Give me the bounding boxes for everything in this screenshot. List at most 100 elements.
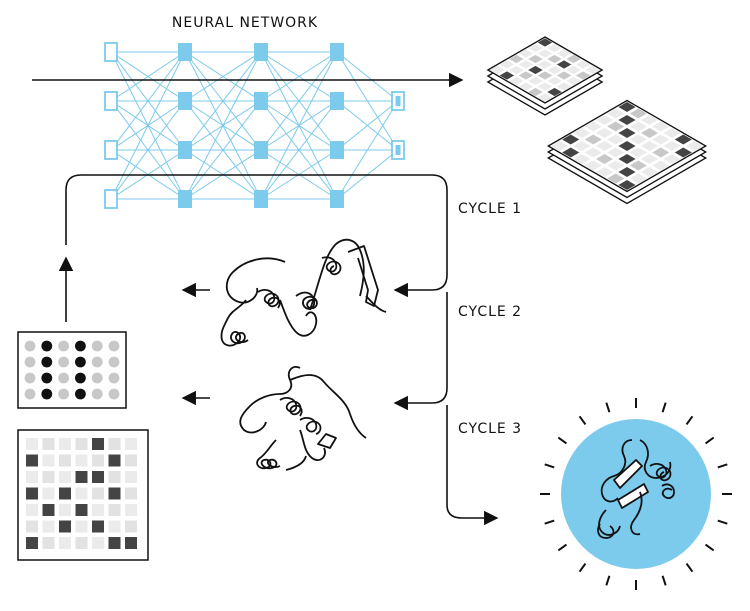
matrix-cell bbox=[595, 115, 614, 125]
ray bbox=[685, 562, 694, 573]
hidden-node bbox=[178, 43, 192, 61]
distance-cell bbox=[75, 520, 88, 533]
matrix-cell bbox=[573, 154, 591, 164]
matrix-cell bbox=[537, 49, 553, 58]
distance-cell bbox=[59, 504, 71, 516]
ray bbox=[661, 575, 667, 586]
feature-dot bbox=[75, 356, 86, 368]
diagram-title: NEURAL NETWORK bbox=[172, 15, 318, 31]
hidden-node bbox=[254, 141, 268, 159]
matrix-cell bbox=[556, 60, 572, 69]
input-node bbox=[104, 189, 118, 209]
matrix-cell bbox=[629, 147, 647, 158]
matrix-cell bbox=[584, 147, 602, 158]
distance-cell bbox=[42, 438, 55, 450]
matrix-cell bbox=[566, 54, 581, 64]
matrix-cell bbox=[556, 71, 572, 80]
network-edge bbox=[260, 100, 338, 200]
matrix-cell bbox=[499, 71, 515, 80]
matrix-cell bbox=[640, 141, 659, 151]
feature-dot bbox=[108, 372, 120, 384]
matrix-cell bbox=[528, 65, 543, 75]
feature-dot bbox=[24, 340, 36, 352]
ray bbox=[704, 543, 715, 552]
input-node bbox=[104, 42, 118, 62]
ray bbox=[557, 543, 568, 552]
feature-matrix-icon bbox=[17, 331, 127, 409]
matrix-cell bbox=[573, 128, 591, 138]
feature-dot bbox=[41, 340, 53, 352]
matrix-cell bbox=[595, 128, 614, 138]
network-edge bbox=[336, 100, 399, 151]
distance-cell bbox=[108, 520, 121, 533]
hidden-node bbox=[330, 92, 344, 110]
matrix-cell bbox=[663, 141, 681, 151]
distance-cell bbox=[59, 454, 71, 467]
network-edge bbox=[184, 100, 262, 200]
hidden-node bbox=[330, 190, 344, 208]
feature-dot bbox=[108, 388, 120, 400]
distance-cell bbox=[59, 537, 71, 549]
distance-cell bbox=[26, 520, 38, 533]
distance-cell bbox=[42, 504, 55, 516]
final-structure bbox=[540, 398, 732, 590]
distance-cell bbox=[42, 537, 55, 549]
ray bbox=[717, 463, 728, 469]
distance-cell bbox=[108, 504, 121, 516]
ray bbox=[578, 415, 587, 426]
matrix-cell bbox=[518, 71, 534, 80]
distance-cell bbox=[59, 487, 71, 500]
matrix-cell bbox=[607, 134, 625, 145]
distance-cell bbox=[42, 454, 55, 467]
matrix-cell bbox=[556, 49, 572, 58]
matrix-cell bbox=[528, 87, 543, 97]
distance-cell bbox=[108, 471, 121, 483]
protein-structure-icon bbox=[597, 439, 675, 539]
matrix-cell bbox=[556, 82, 572, 91]
matrix-cell bbox=[618, 102, 636, 112]
protein-structure-icon bbox=[220, 238, 387, 347]
highlight-rays bbox=[540, 398, 732, 590]
ray bbox=[544, 519, 555, 525]
distance-cell bbox=[75, 537, 88, 549]
cycle-label-3: CYCLE 3 bbox=[458, 421, 522, 437]
matrix-cell bbox=[584, 160, 602, 171]
matrix-cell bbox=[518, 60, 534, 69]
feature-dot bbox=[75, 372, 86, 384]
matrix-cell bbox=[629, 134, 647, 145]
matrix-cell bbox=[562, 134, 580, 145]
ray bbox=[578, 562, 587, 573]
matrix-cell bbox=[537, 60, 553, 69]
distance-cell bbox=[92, 504, 104, 516]
distance-cell bbox=[75, 438, 88, 450]
matrix-cell bbox=[652, 147, 670, 158]
hidden-node bbox=[330, 141, 344, 159]
feature-dot bbox=[75, 340, 86, 352]
ray bbox=[704, 436, 715, 445]
hidden-node bbox=[254, 190, 268, 208]
matrix-cell bbox=[499, 60, 515, 69]
matrix-cell bbox=[607, 173, 625, 184]
matrix-cell bbox=[663, 154, 681, 164]
feature-dot bbox=[91, 388, 103, 400]
matrix-cell bbox=[629, 173, 647, 184]
matrix-cell bbox=[618, 180, 636, 190]
distance-cell bbox=[92, 520, 104, 533]
matrix-cell bbox=[618, 128, 636, 138]
matrix-cell bbox=[547, 65, 562, 75]
matrix-cell bbox=[607, 147, 625, 158]
matrix-cell bbox=[640, 128, 659, 138]
matrix-layer bbox=[486, 36, 604, 104]
network-edge bbox=[336, 51, 399, 102]
matrix-cell bbox=[652, 134, 670, 145]
cycle-label-2: CYCLE 2 bbox=[458, 304, 522, 320]
feature-dot bbox=[91, 372, 103, 384]
hidden-node bbox=[254, 43, 268, 61]
matrix-cell bbox=[674, 134, 692, 145]
ray bbox=[605, 402, 611, 413]
distance-cell bbox=[75, 504, 88, 516]
matrix-cell bbox=[585, 65, 600, 75]
matrix-cell bbox=[575, 60, 591, 69]
ray bbox=[685, 415, 694, 426]
matrix-cell bbox=[509, 54, 524, 64]
